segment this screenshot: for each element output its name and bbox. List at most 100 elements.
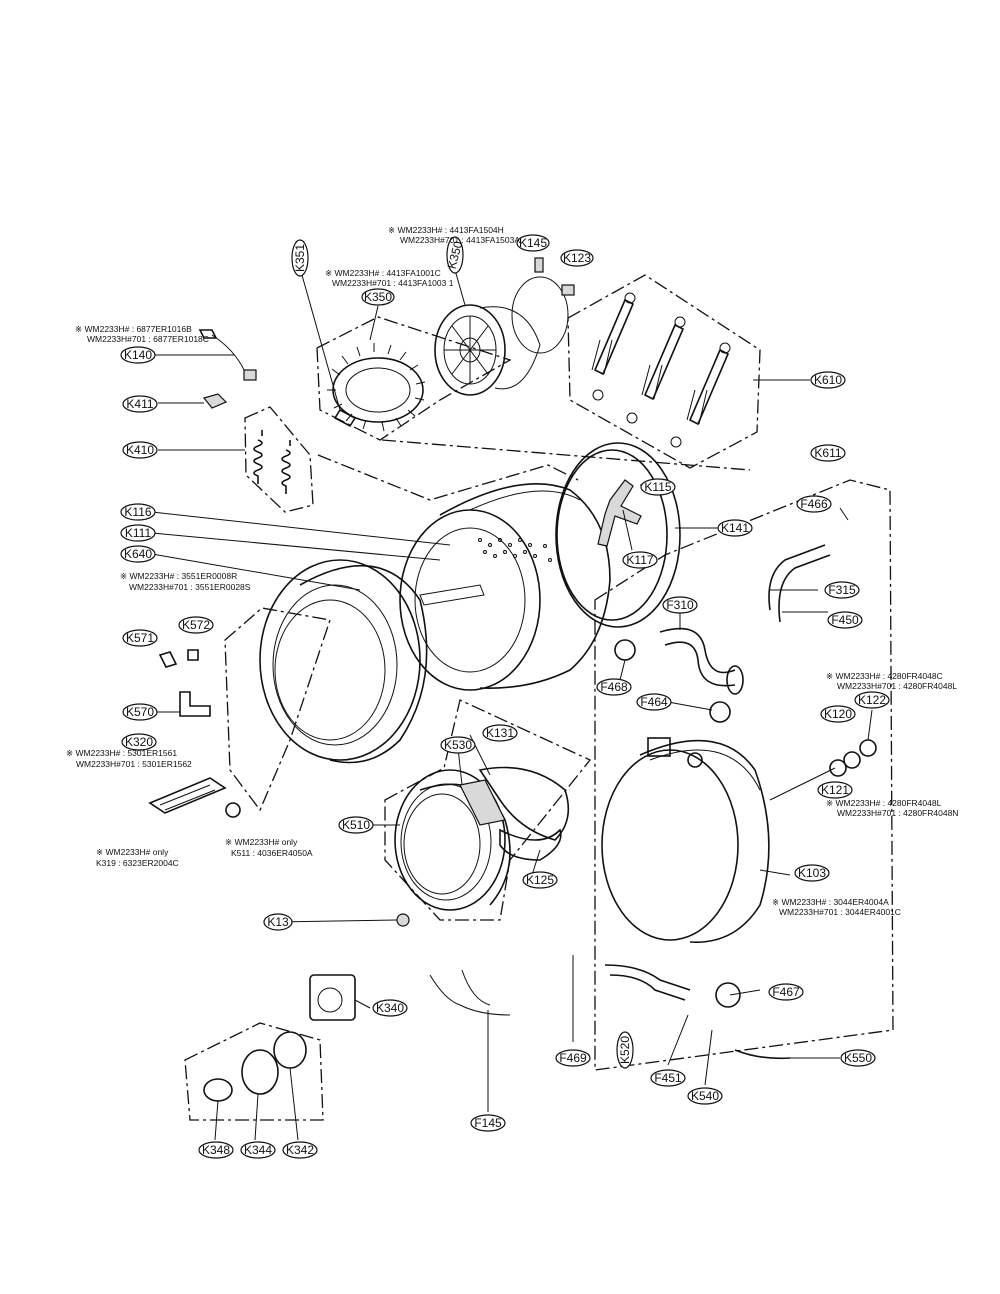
- svg-text:WM2233H#701 : 5301ER1562: WM2233H#701 : 5301ER1562: [76, 759, 192, 769]
- label-k540: K540: [687, 1087, 723, 1105]
- svg-text:F467: F467: [772, 985, 800, 999]
- svg-text:K520: K520: [618, 1036, 632, 1064]
- gasket-k511: [225, 802, 241, 818]
- motor-rotor: [511, 276, 569, 354]
- label-f464: F464: [636, 693, 672, 711]
- label-k350-mid: K350: [361, 288, 395, 306]
- label-k344: K344: [240, 1141, 276, 1159]
- label-k570: K570: [122, 703, 158, 721]
- drum-spider-k115: [597, 479, 642, 547]
- svg-text:※ WM2233H# only: ※ WM2233H# only: [225, 837, 298, 847]
- pulley-motor-group-outline: [316, 316, 512, 441]
- svg-text:K570: K570: [126, 705, 154, 719]
- svg-text:K131: K131: [486, 726, 514, 740]
- label-k510: K510: [338, 816, 374, 834]
- heater-k320: [148, 777, 227, 814]
- small-left-parts: [148, 649, 410, 927]
- svg-text:※ WM2233H# : 4413FA1001C: ※ WM2233H# : 4413FA1001C: [325, 268, 441, 278]
- svg-text:K122: K122: [858, 693, 886, 707]
- drum-lifter: [419, 584, 485, 606]
- svg-text:F466: F466: [800, 497, 828, 511]
- sensor-k140: [198, 329, 257, 381]
- svg-text:K510: K510: [342, 818, 370, 832]
- svg-text:K13: K13: [267, 915, 289, 929]
- clamp-f468: [614, 639, 636, 661]
- label-k410: K410: [122, 441, 158, 459]
- svg-text:WM2233H#701 : 4413FA1003 1: WM2233H#701 : 4413FA1003 1: [332, 278, 454, 288]
- label-k411: K411: [122, 395, 158, 413]
- label-f466: F466: [796, 495, 832, 513]
- front-tub-group-outline: [224, 607, 331, 812]
- drain-pump-k340: [309, 974, 356, 1021]
- svg-text:K123: K123: [563, 251, 591, 265]
- label-k145: K145: [516, 234, 550, 252]
- bearing-k122: [859, 739, 877, 757]
- svg-text:※ WM2233H# : 4280FR4048C: ※ WM2233H# : 4280FR4048C: [826, 671, 943, 681]
- label-k116: K116: [120, 503, 156, 521]
- label-f450: F450: [827, 611, 863, 629]
- label-k520: K520: [616, 1031, 634, 1069]
- svg-text:K115: K115: [644, 480, 671, 494]
- part-k571: [158, 651, 178, 668]
- svg-text:K411: K411: [126, 397, 153, 411]
- part-labels: K351 K350 K145 K123 K350 K140 K411 K410 …: [120, 234, 890, 1159]
- label-f468: F468: [596, 678, 632, 696]
- label-k571: K571: [122, 629, 158, 647]
- svg-text:F315: F315: [828, 583, 856, 597]
- drum-front-rim: [399, 509, 541, 691]
- hose-f315: [768, 544, 831, 623]
- svg-text:F310: F310: [666, 598, 694, 612]
- nut-k123: [561, 284, 575, 296]
- drum-assembly: [399, 442, 681, 691]
- svg-text:F469: F469: [559, 1051, 587, 1065]
- svg-text:F468: F468: [600, 680, 628, 694]
- label-k131: K131: [482, 724, 518, 742]
- label-k640: K640: [120, 545, 156, 563]
- stator-bracket-k351: [333, 408, 357, 428]
- svg-text:F145: F145: [474, 1116, 502, 1130]
- svg-text:K140: K140: [124, 348, 152, 362]
- label-k342: K342: [282, 1141, 318, 1159]
- svg-text:K121: K121: [821, 783, 849, 797]
- svg-text:WM2233H#701 : 4413FA1503A: WM2233H#701 : 4413FA1503A: [400, 235, 520, 245]
- label-k121: K121: [817, 781, 853, 799]
- svg-text:※ WM2233H# : 3044ER4004A: ※ WM2233H# : 3044ER4004A: [772, 897, 889, 907]
- svg-text:K611: K611: [814, 446, 841, 460]
- drain-hose-k520: [604, 964, 691, 1001]
- label-f451: F451: [650, 1069, 686, 1087]
- label-k572: K572: [178, 616, 214, 634]
- part-k572: [187, 649, 199, 661]
- weight-k125: [499, 828, 562, 861]
- dampers-k610: [591, 292, 731, 448]
- counterweights: [459, 766, 570, 861]
- damper-group-outline: [567, 274, 761, 469]
- svg-text:※ WM2233H# : 3551ER0008R: ※ WM2233H# : 3551ER0008R: [120, 571, 237, 581]
- label-k530: K530: [440, 736, 476, 754]
- clamp-f467: [715, 982, 741, 1008]
- svg-text:K572: K572: [182, 618, 210, 632]
- leader-lines: [151, 267, 873, 1141]
- svg-text:WM2233H#701 : 3551ER0028S: WM2233H#701 : 3551ER0028S: [129, 582, 251, 592]
- svg-text:WM2233H#701 : 6877ER1018C: WM2233H#701 : 6877ER1018C: [87, 334, 209, 344]
- drum-group-outline: [317, 454, 579, 501]
- svg-text:WM2233H#701 : 4280FR4048L: WM2233H#701 : 4280FR4048L: [837, 681, 957, 691]
- svg-text:F464: F464: [640, 695, 668, 709]
- label-k103: K103: [794, 864, 830, 882]
- svg-text:※ WM2233H# only: ※ WM2233H# only: [96, 847, 169, 857]
- svg-text:※ WM2233H# : 4413FA1504H: ※ WM2233H# : 4413FA1504H: [388, 225, 504, 235]
- hose-f310: [659, 627, 736, 687]
- label-k117: K117: [622, 551, 658, 569]
- svg-text:K120: K120: [824, 707, 852, 721]
- spring-group-outline: [244, 406, 314, 513]
- cover-k344: [241, 1049, 279, 1095]
- svg-text:F450: F450: [831, 613, 859, 627]
- wire-k550: [734, 1049, 791, 1060]
- svg-text:K141: K141: [721, 521, 749, 535]
- harness-f145: [429, 969, 511, 1016]
- svg-text:K571: K571: [126, 631, 154, 645]
- svg-text:K116: K116: [124, 505, 151, 519]
- label-k320: K320: [121, 733, 157, 751]
- svg-text:K351: K351: [293, 244, 307, 272]
- label-k351: K351: [291, 239, 309, 277]
